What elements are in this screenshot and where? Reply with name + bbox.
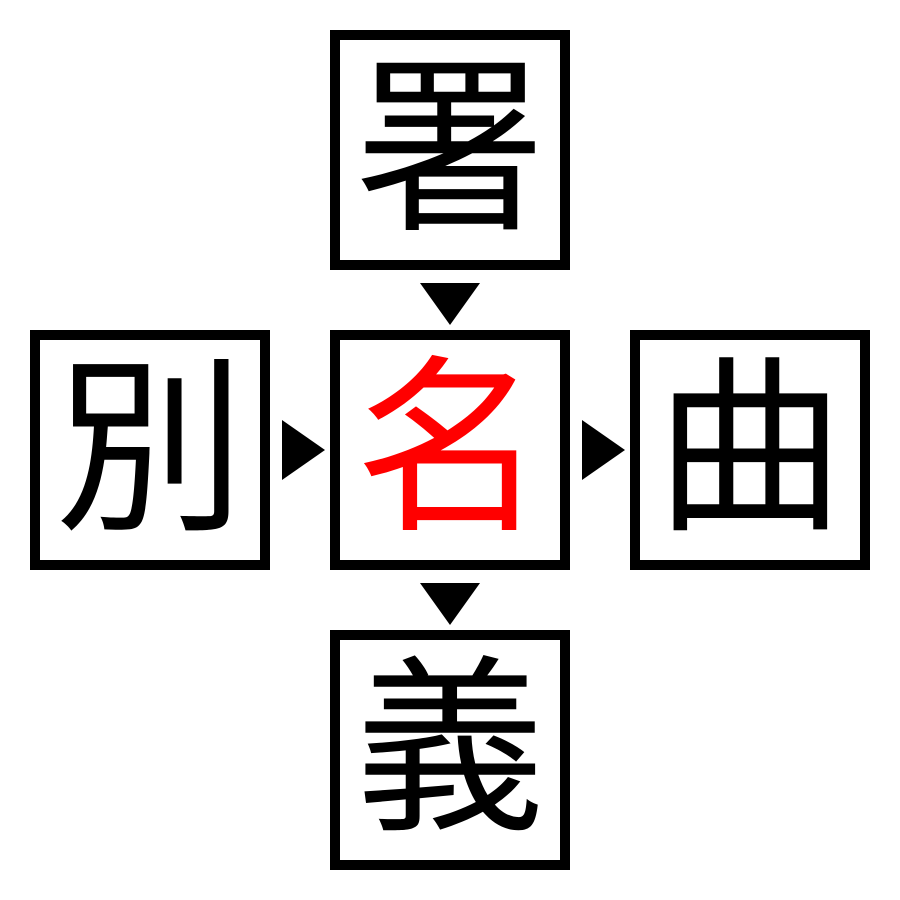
kanji-right: 曲 [654,339,845,560]
cell-right: 曲 [630,330,870,570]
kanji-bottom: 義 [354,639,545,860]
arrow-right-icon [582,420,625,480]
cell-center-answer[interactable]: 名 [330,330,570,570]
cell-left: 別 [30,330,270,570]
cell-bottom: 義 [330,630,570,870]
cell-top: 署 [330,30,570,270]
arrow-right-icon [282,420,325,480]
arrow-down-icon [420,283,480,325]
kanji-left: 別 [54,339,245,560]
arrow-down-icon [420,583,480,625]
kanji-top: 署 [354,39,545,260]
kanji-answer: 名 [354,339,545,560]
